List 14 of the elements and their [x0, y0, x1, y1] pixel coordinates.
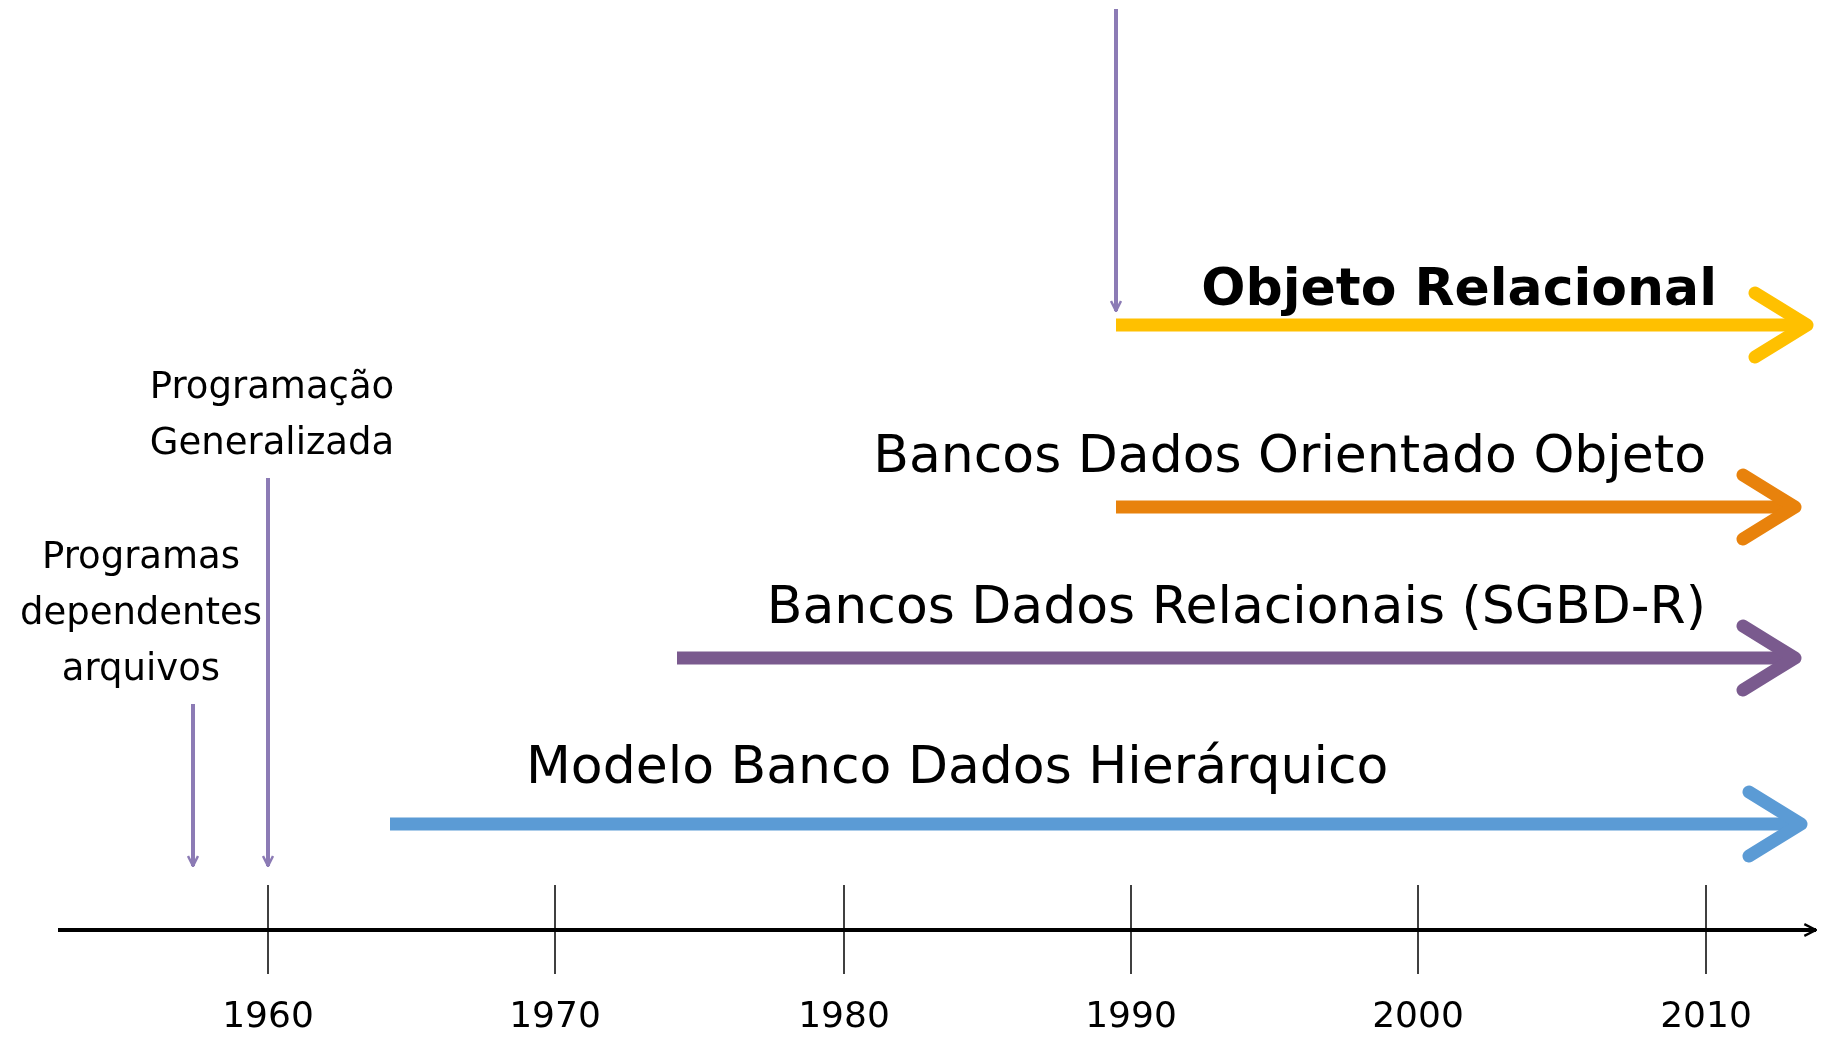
- year-label: 2010: [1659, 994, 1753, 1035]
- note-text: Programação Generalizada: [148, 363, 396, 465]
- period-label: Bancos Dados Orientado Objeto: [873, 423, 1706, 484]
- year-label: 1990: [1084, 994, 1178, 1035]
- year-label: 2000: [1371, 994, 1465, 1035]
- period-label: Objeto Relacional: [1201, 256, 1717, 317]
- year-label: 1960: [221, 994, 315, 1035]
- arrow: [261, 478, 275, 868]
- note-text: Programas dependentes arquivos: [18, 533, 264, 691]
- period-label: Bancos Dados Relacionais (SGBD-R): [766, 574, 1706, 635]
- year-label: 1970: [508, 994, 602, 1035]
- arrow: [186, 704, 200, 868]
- period-label: Modelo Banco Dados Hierárquico: [526, 734, 1389, 795]
- year-label: 1980: [797, 994, 891, 1035]
